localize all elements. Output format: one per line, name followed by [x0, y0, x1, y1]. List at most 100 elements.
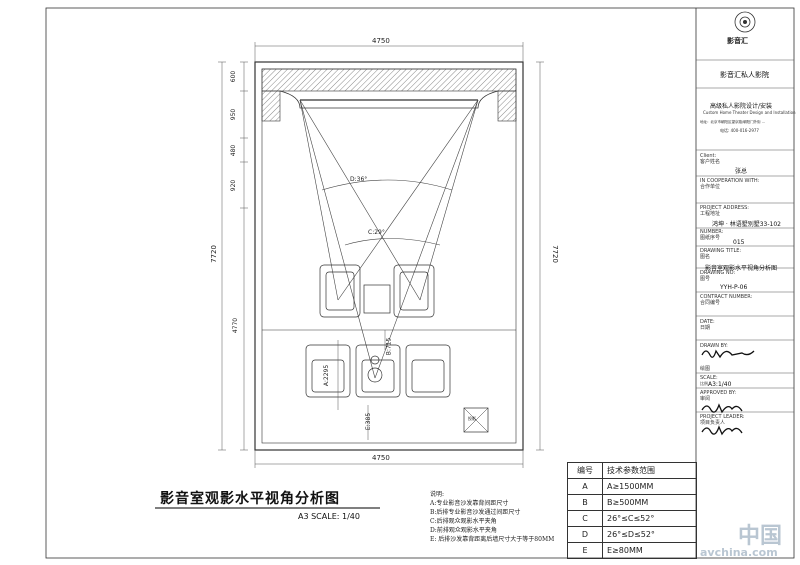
drawing-title-label-cn: 图名: [700, 254, 711, 260]
project-address-label-en: PROJECT ADDRESS:: [700, 205, 749, 211]
front-row-seats: [319, 264, 435, 318]
drawing-title: 影音室观影水平视角分析图: [705, 265, 778, 272]
date-label-en: DATE:: [700, 319, 715, 325]
drawing-no-label-en: DRAWING NO:: [700, 270, 736, 276]
projector-box: [463, 407, 489, 433]
top-width-label: 4750: [372, 37, 390, 45]
client-name: 张总: [735, 168, 748, 175]
spec-table: 编号 技术参数范围 A A≥1500MM B B≥500MM C 26°≤C≤5…: [567, 462, 697, 559]
scale-label-cn: 比例: [700, 381, 708, 386]
drawn-by-label-cn: 绘图: [700, 366, 711, 372]
spec-code: D: [567, 526, 603, 543]
watermark-main: 中国: [738, 524, 783, 549]
dim-b-label: B:715: [385, 337, 393, 356]
left-seg-4: 920: [230, 179, 238, 192]
main-title: 影音室观影水平视角分析图: [160, 491, 340, 507]
screen-curve: [279, 90, 499, 109]
approved-label-en: APPROVED BY:: [700, 390, 737, 396]
project-address-label-cn: 工程地址: [700, 211, 721, 217]
spec-range: E≥80MM: [602, 542, 697, 559]
number-label-cn: 图纸序号: [700, 235, 721, 241]
company-logo-mark: [734, 11, 756, 33]
spec-code: A: [567, 478, 603, 495]
spec-range: B≥500MM: [602, 494, 697, 511]
projector-label: 投影: [468, 416, 476, 421]
watermark-site: avchina.com: [700, 546, 778, 559]
spec-header-range: 技术参数范围: [602, 462, 697, 479]
spec-code: C: [567, 510, 603, 527]
spec-row: B B≥500MM: [567, 494, 697, 511]
sight-lines: [299, 99, 479, 379]
drawing-no-label-cn: 图号: [700, 276, 711, 282]
logo-text: 影音汇: [727, 37, 748, 45]
left-seg-2: 950: [230, 108, 238, 121]
left-acoustic-panel: [261, 90, 281, 122]
left-seg-5: 4770: [232, 317, 240, 334]
spec-row: A A≥1500MM: [567, 478, 697, 495]
spec-header-code: 编号: [567, 462, 603, 479]
spec-header-row: 编号 技术参数范围: [567, 462, 697, 479]
angle-c-label: C:29°: [368, 229, 385, 236]
service-en: Custom Home Theater Design and Installat…: [703, 110, 796, 115]
drawing-title-label-en: DRAWING TITLE:: [700, 248, 742, 254]
approved-by-signature: [701, 403, 743, 414]
left-seg-3: 480: [230, 144, 238, 157]
spec-range: 26°≤D≤52°: [602, 526, 697, 543]
angle-arc-c: [344, 238, 441, 246]
date-label-cn: 日期: [700, 325, 711, 331]
spec-row: E E≥80MM: [567, 542, 697, 559]
spec-code: B: [567, 494, 603, 511]
coop-label-en: IN COOPERATION WITH:: [700, 178, 760, 184]
client-label-cn: 客户姓名: [700, 159, 721, 165]
note-line: B:后排专业影音沙发通过间距尺寸: [430, 509, 521, 516]
address-text: 地址：北京市朝阳区望京路/朝阳门外街 ...: [700, 120, 766, 124]
contract-label-en: CONTRACT NUMBER:: [700, 294, 753, 300]
right-acoustic-panel: [497, 90, 517, 122]
drawn-by-signature: [701, 349, 755, 359]
dim-a-label: A:2295: [323, 364, 331, 387]
room-outer-wall: [254, 61, 524, 451]
sheet-border: [45, 7, 795, 559]
service-text: 高级私人影院设计/安装: [710, 103, 773, 110]
leader-label-cn: 项目负责人: [700, 420, 726, 426]
notes-block: 说明: A:专业影音沙发靠背间距尺寸 B:后排专业影音沙发通过间距尺寸 C:后排…: [430, 490, 570, 544]
angle-d-label: D:36°: [350, 176, 368, 183]
room-inner-wall: [261, 68, 517, 444]
left-height-label: 7720: [209, 245, 218, 263]
contract-label-cn: 合同编号: [700, 300, 721, 306]
spec-row: D 26°≤D≤52°: [567, 526, 697, 543]
leader-label-en: PROJECT LEADER:: [700, 414, 745, 420]
note-line: D:前排观众观影水平夹角: [430, 527, 497, 534]
main-scale: A3 SCALE: 1/40: [298, 512, 360, 521]
leader-signature: [701, 425, 743, 436]
scale-label-en: SCALE:: [700, 375, 718, 381]
spec-range: A≥1500MM: [602, 478, 697, 495]
note-line: E: 后排沙发靠背距离后墙尺寸大于等于80MM: [430, 536, 555, 543]
drawing-no: YYH-P-06: [720, 284, 748, 291]
screen-wall-hatch: [261, 68, 517, 92]
left-seg-1: 600: [230, 70, 238, 83]
dim-e-label: E:385: [365, 412, 373, 431]
approved-label-cn: 审阅: [700, 396, 711, 402]
company-name: 影音汇私人影院: [720, 71, 769, 79]
angle-arc-d: [321, 179, 453, 191]
right-height-label: 7720: [550, 245, 559, 263]
client-label-en: Client:: [700, 153, 717, 159]
spec-code: E: [567, 542, 603, 559]
number-value: 015: [733, 239, 745, 246]
spec-row: C 26°≤C≤52°: [567, 510, 697, 527]
scale-value: A3:1/40: [708, 381, 732, 388]
note-line: A:专业影音沙发靠背间距尺寸: [430, 500, 509, 507]
project-address: 鸿坤 · 林语墅别墅33-102: [712, 221, 781, 228]
drawn-by-label-en: DRAWN BY:: [700, 343, 728, 349]
bottom-width-label: 4750: [372, 454, 390, 462]
notes-heading: 说明:: [430, 491, 445, 498]
number-label-en: NUMBER:: [700, 229, 724, 235]
note-line: C:后排观众观影水平夹角: [430, 518, 497, 525]
rear-row-seats: [305, 344, 451, 398]
coop-label-cn: 合作单位: [700, 184, 721, 190]
phone-text: 电话: 400-016-2977: [720, 128, 759, 133]
spec-range: 26°≤C≤52°: [602, 510, 697, 527]
